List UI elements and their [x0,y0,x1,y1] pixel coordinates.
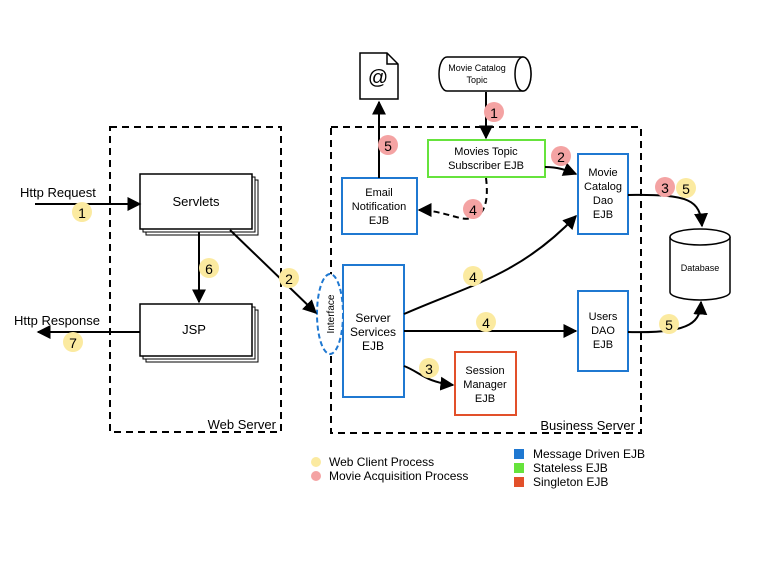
topic-label-line2: Topic [466,75,488,85]
web-step-6-label: 6 [205,261,213,277]
catalog-dao-line3: Dao [593,195,613,207]
email-notification-line1: Email [365,187,393,199]
server-services-line2: Services [350,325,396,339]
legend-message-driven-swatch [514,449,524,459]
business-server-label: Business Server [540,418,635,433]
arrow-catalog-to-database [627,193,709,228]
catalog-dao-line2: Catalog [584,181,622,193]
jsp-box: JSP [139,303,259,363]
web-step-2-label: 2 [285,271,293,287]
session-manager-line2: Manager [463,379,507,391]
web-step-4a-badge: 4 [463,266,483,286]
legend-singleton-swatch [514,477,524,487]
web-step-1-badge: 1 [72,202,92,222]
session-manager-ejb: Session Manager EJB [454,351,517,416]
web-step-2-badge: 2 [279,268,299,288]
http-response-label: Http Response [14,313,100,328]
topic-label-line1: Movie Catalog [448,63,506,73]
users-dao-line1: Users [589,311,618,323]
movie-catalog-topic: Movie Catalog Topic [438,56,532,92]
web-step-5b-label: 5 [665,317,673,333]
acq-step-2-badge: 2 [551,146,571,166]
email-notification-line2: Notification [352,201,406,213]
movies-topic-subscriber-ejb: Movies Topic Subscriber EJB [427,139,546,178]
legend-web-client-label: Web Client Process [329,455,434,469]
catalog-dao-line1: Movie [588,167,617,179]
users-dao-line2: DAO [591,325,615,337]
jsp-label: JSP [182,322,206,337]
users-dao-ejb: Users DAO EJB [577,290,629,372]
web-step-7-label: 7 [69,335,77,351]
arrow-subscriber-to-email [417,177,488,220]
acq-step-3-label: 3 [661,180,669,196]
web-server-label: Web Server [208,417,277,432]
arrow-servlets-to-interface [229,229,318,314]
web-step-3-badge: 3 [419,358,439,378]
acq-step-1-badge: 1 [484,102,504,122]
web-step-1-label: 1 [78,205,86,221]
legend-singleton-ejb: Singleton EJB [514,475,608,489]
legend-stateless-ejb: Stateless EJB [514,461,608,475]
database-label: Database [681,263,720,273]
legend: Web Client Process Movie Acquisition Pro… [311,447,645,489]
arrow-subscriber-to-catalog [544,162,578,176]
email-notification-ejb: Email Notification EJB [341,177,418,235]
web-step-4b-label: 4 [482,315,490,331]
acq-step-4-badge: 4 [463,199,483,219]
web-step-5b-badge: 5 [659,314,679,334]
http-request-label: Http Request [20,185,96,200]
arrow-users-to-database [627,300,708,334]
servlets-box: Servlets [139,173,259,236]
server-services-line1: Server [355,311,390,325]
legend-movie-acquisition-label: Movie Acquisition Process [329,469,468,483]
web-step-5a-badge: 5 [676,178,696,198]
web-step-badges: 1 6 2 7 3 4 4 5 [63,178,696,378]
subscriber-line1: Movies Topic [454,146,518,158]
catalog-dao-line4: EJB [593,209,613,221]
email-at-symbol: @ [368,67,388,89]
web-step-4b-badge: 4 [476,312,496,332]
email-notification-line3: EJB [369,215,389,227]
web-step-4a-label: 4 [469,269,477,285]
interface-ellipse: Interface [316,273,344,355]
legend-message-driven-label: Message Driven EJB [533,447,645,461]
acquisition-step-badges: 1 2 4 5 3 [378,102,675,219]
acq-step-3-badge: 3 [655,177,675,197]
web-step-6-badge: 6 [199,258,219,278]
acq-step-4-label: 4 [469,202,477,218]
interface-label: Interface [326,294,337,333]
acq-step-5-badge: 5 [378,135,398,155]
web-step-7-badge: 7 [63,332,83,352]
web-step-5a-label: 5 [682,181,690,197]
server-services-line3: EJB [362,339,384,353]
legend-web-client-process: Web Client Process [311,455,434,469]
acq-step-2-label: 2 [557,149,565,165]
legend-singleton-label: Singleton EJB [533,475,608,489]
legend-movie-acquisition-swatch [311,471,321,481]
subscriber-line2: Subscriber EJB [448,160,524,172]
web-step-3-label: 3 [425,361,433,377]
session-manager-line1: Session [465,365,504,377]
users-dao-line3: EJB [593,339,613,351]
movie-catalog-dao-ejb: Movie Catalog Dao EJB [577,153,629,235]
acq-step-1-label: 1 [490,105,498,121]
session-manager-line3: EJB [475,393,495,405]
arrow-services-to-catalog [403,214,577,315]
acq-step-5-label: 5 [384,138,392,154]
legend-web-client-swatch [311,457,321,467]
web-server-container: Web Server [109,126,282,433]
legend-stateless-label: Stateless EJB [533,461,608,475]
legend-movie-acquisition-process: Movie Acquisition Process [311,469,468,483]
database-cylinder: Database [669,228,731,301]
servlets-label: Servlets [173,194,220,209]
business-server-container: Business Server [330,126,642,434]
legend-message-driven-ejb: Message Driven EJB [514,447,645,461]
server-services-ejb: Server Services EJB [342,264,405,398]
legend-stateless-swatch [514,463,524,473]
email-document-icon: @ [359,52,399,100]
